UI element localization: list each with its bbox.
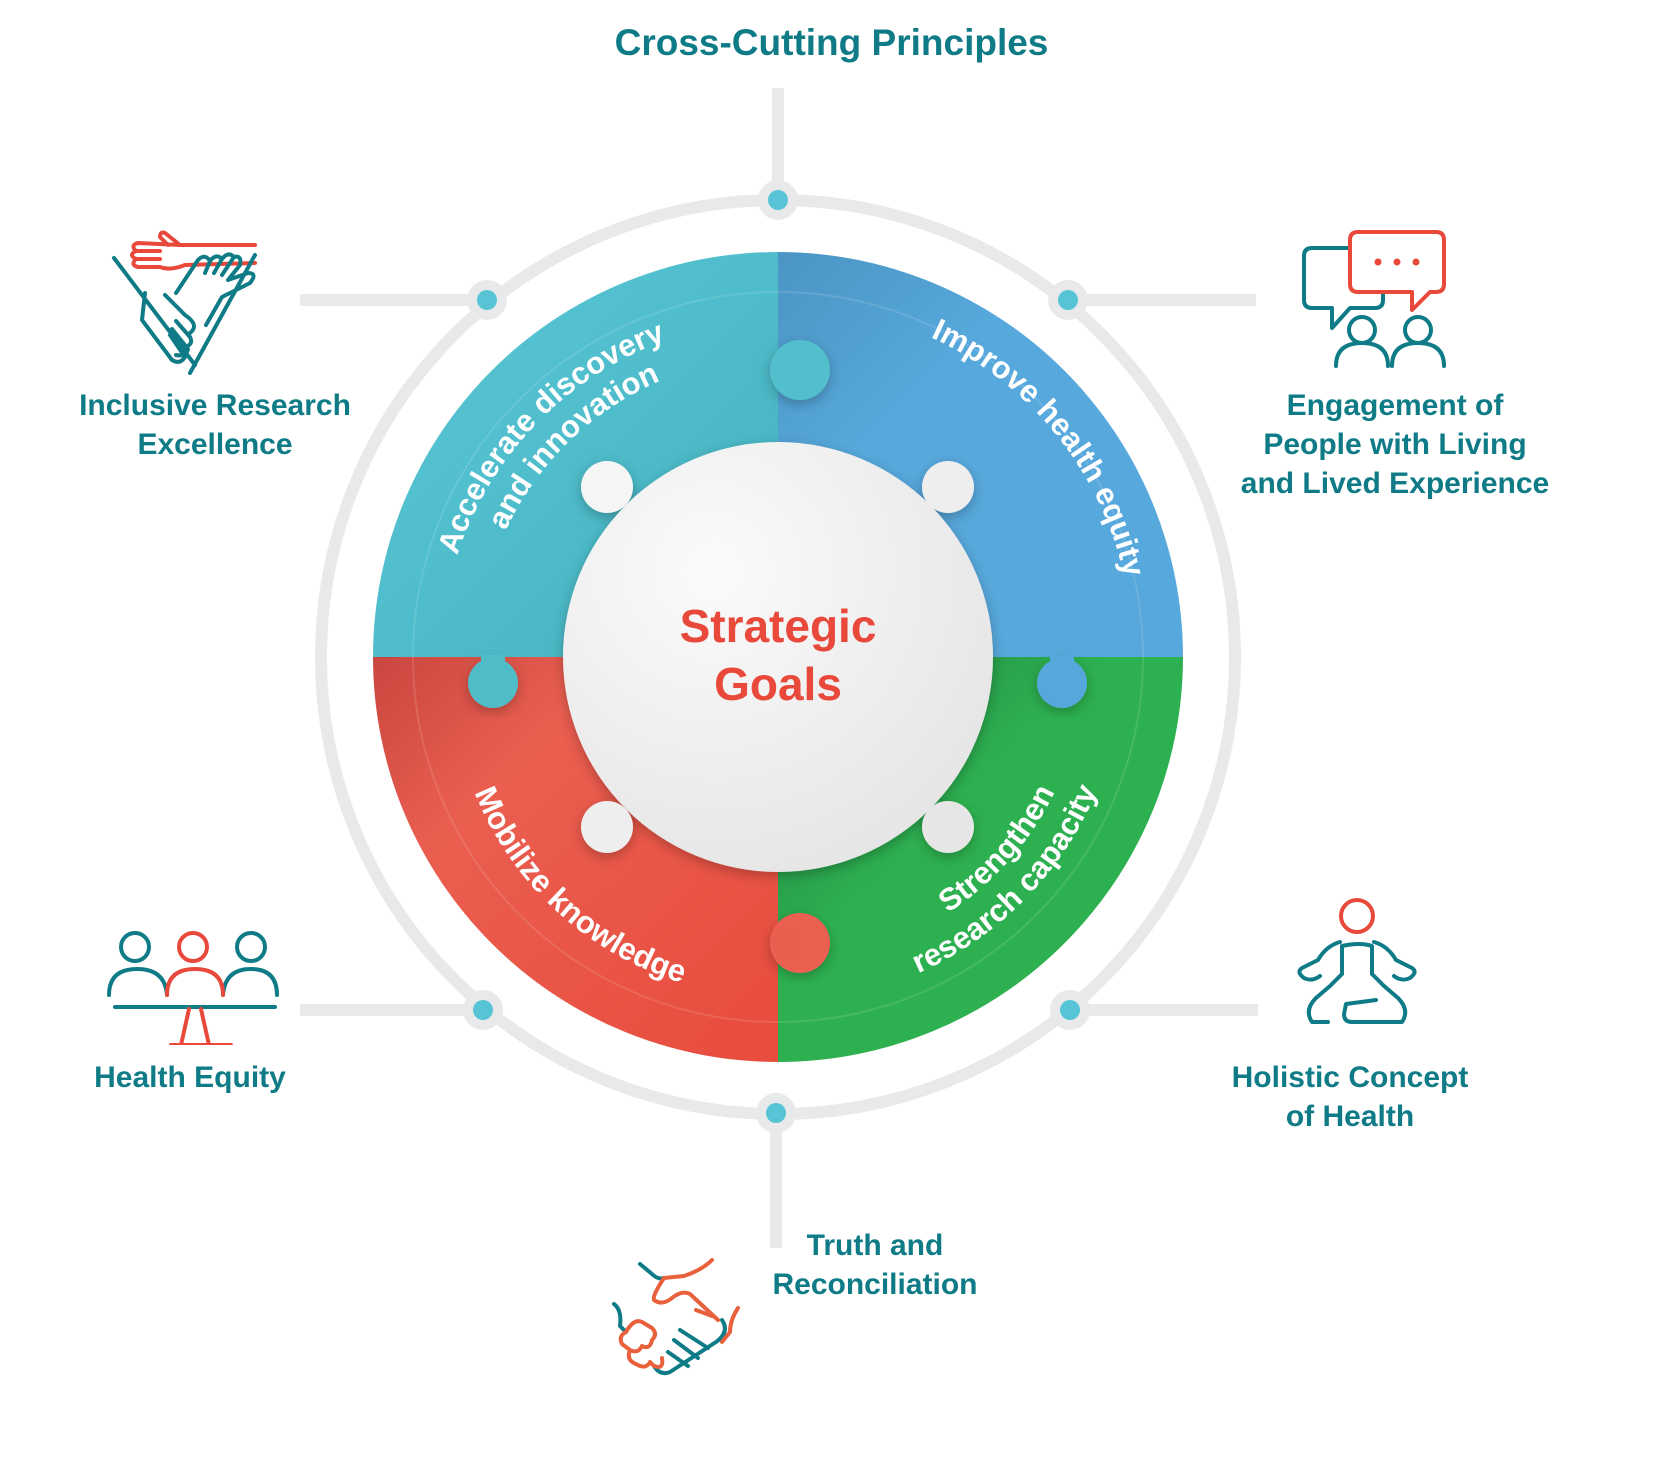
center-title-line2: Goals — [714, 658, 842, 710]
puzzle-tab-blue-down-neck — [1050, 655, 1074, 675]
diagram-title: Cross-Cutting Principles — [614, 22, 1049, 63]
principle-inclusive-line1: Inclusive Research — [79, 389, 351, 422]
hands-together-icon — [112, 230, 257, 375]
principle-truth-line2: Reconciliation — [772, 1268, 978, 1301]
puzzle-tab-teal-down-neck — [481, 655, 505, 675]
principle-holistic-line1: Holistic Concept — [1231, 1061, 1469, 1094]
ring-nodes — [463, 180, 1090, 1133]
center-title-line1: Strategic — [679, 600, 877, 652]
ring-node — [467, 280, 507, 320]
principle-equity-line1: Health Equity — [94, 1061, 286, 1094]
puzzle-tab-blue-down — [1037, 658, 1087, 708]
principle-holistic-line2: of Health — [1285, 1100, 1415, 1133]
puzzle-tab-red-right-neck — [776, 928, 796, 958]
ring-node — [463, 990, 503, 1030]
principle-engagement: Engagement of People with Living and Liv… — [1210, 386, 1580, 503]
handshake-icon — [612, 1258, 740, 1376]
puzzle-ring: Accelerate discovery and innovation Impr… — [373, 252, 1183, 1062]
principle-equity: Health Equity — [40, 1058, 340, 1097]
principle-engagement-line1: Engagement of — [1286, 389, 1504, 422]
puzzle-tab-teal-right-neck — [776, 355, 796, 385]
principle-inclusive: Inclusive Research Excellence — [50, 386, 380, 464]
principle-inclusive-line2: Excellence — [137, 428, 293, 461]
balanced-people-icon — [107, 931, 279, 1045]
bevel-ring — [412, 291, 1144, 1023]
puzzle-tab-teal-down — [468, 658, 518, 708]
principle-truth: Truth and Reconciliation — [740, 1226, 1010, 1304]
principle-engagement-line3: and Lived Experience — [1240, 467, 1550, 500]
center-title: Strategic Goals — [578, 597, 978, 713]
meditation-icon — [1297, 898, 1417, 1024]
principle-engagement-line2: People with Living — [1263, 428, 1527, 461]
speech-bubbles-people-icon — [1302, 230, 1446, 368]
center-piece[interactable] — [563, 442, 993, 872]
ring-node — [758, 180, 798, 220]
principle-holistic: Holistic Concept of Health — [1200, 1058, 1500, 1136]
ring-node — [1050, 990, 1090, 1030]
ring-node — [756, 1093, 796, 1133]
ring-node — [1048, 280, 1088, 320]
principle-truth-line1: Truth and — [806, 1229, 944, 1262]
